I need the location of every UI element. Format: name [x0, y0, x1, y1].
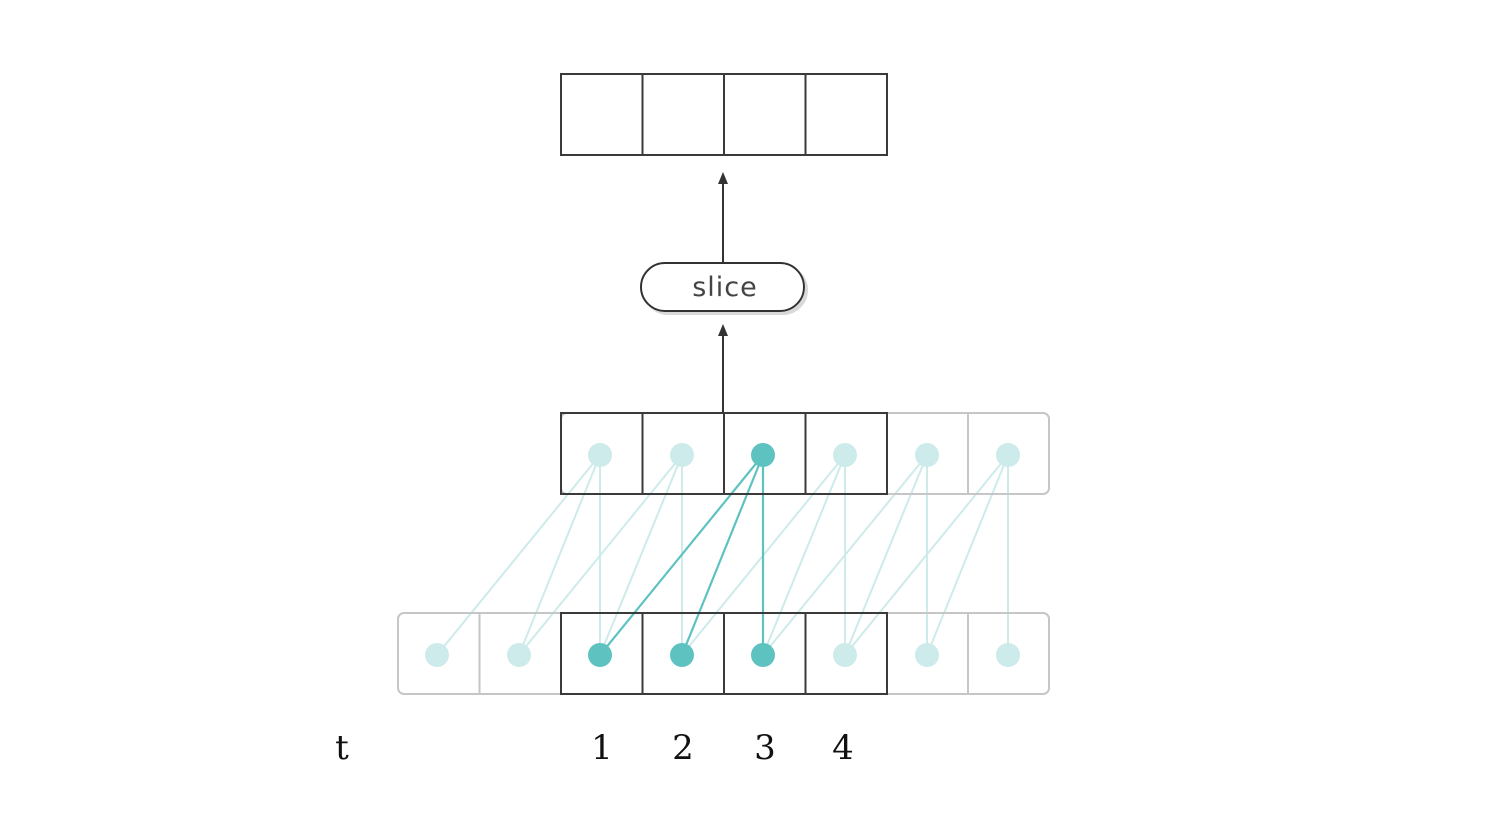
output-cell: [560, 73, 644, 156]
input-cell: [804, 612, 888, 695]
input-node-highlight: [588, 643, 612, 667]
middle-node: [588, 443, 612, 467]
connection-line: [844, 454, 1009, 656]
middle-row: [560, 412, 1050, 495]
output-cell: [804, 73, 888, 156]
step-label: 1: [591, 728, 613, 768]
step-label: 2: [672, 728, 694, 768]
output-cell: [641, 73, 725, 156]
slice-operation: slice: [640, 262, 805, 312]
input-node-highlight: [670, 643, 694, 667]
output-row: [560, 73, 888, 156]
input-node: [833, 643, 857, 667]
slice-label: slice: [692, 272, 758, 303]
middle-node: [915, 443, 939, 467]
connection-line-highlight: [680, 454, 765, 656]
middle-node-highlight: [751, 443, 775, 467]
input-node: [915, 643, 939, 667]
input-node-highlight: [751, 643, 775, 667]
step-label: 3: [754, 728, 776, 768]
connections-light: [436, 454, 1009, 656]
middle-node: [670, 443, 694, 467]
connection-line-highlight: [599, 454, 764, 656]
slice-pill: [640, 262, 805, 312]
connection-line: [926, 454, 1009, 656]
output-cell: [723, 73, 807, 156]
input-node: [507, 643, 531, 667]
connection-line: [844, 454, 928, 656]
connection-line: [436, 454, 601, 656]
time-axis-label: t: [335, 728, 349, 768]
step-label: 4: [832, 728, 854, 768]
middle-node: [833, 443, 857, 467]
input-node: [996, 643, 1020, 667]
connection-line: [599, 454, 683, 656]
connection-line: [762, 454, 846, 656]
connections-highlight: [599, 454, 765, 656]
connection-line: [518, 454, 601, 656]
connection-line: [518, 454, 683, 656]
input-node: [425, 643, 449, 667]
middle-node: [996, 443, 1020, 467]
middle-cell: [804, 412, 888, 495]
input-row: [397, 612, 1050, 695]
connection-line: [762, 454, 928, 656]
